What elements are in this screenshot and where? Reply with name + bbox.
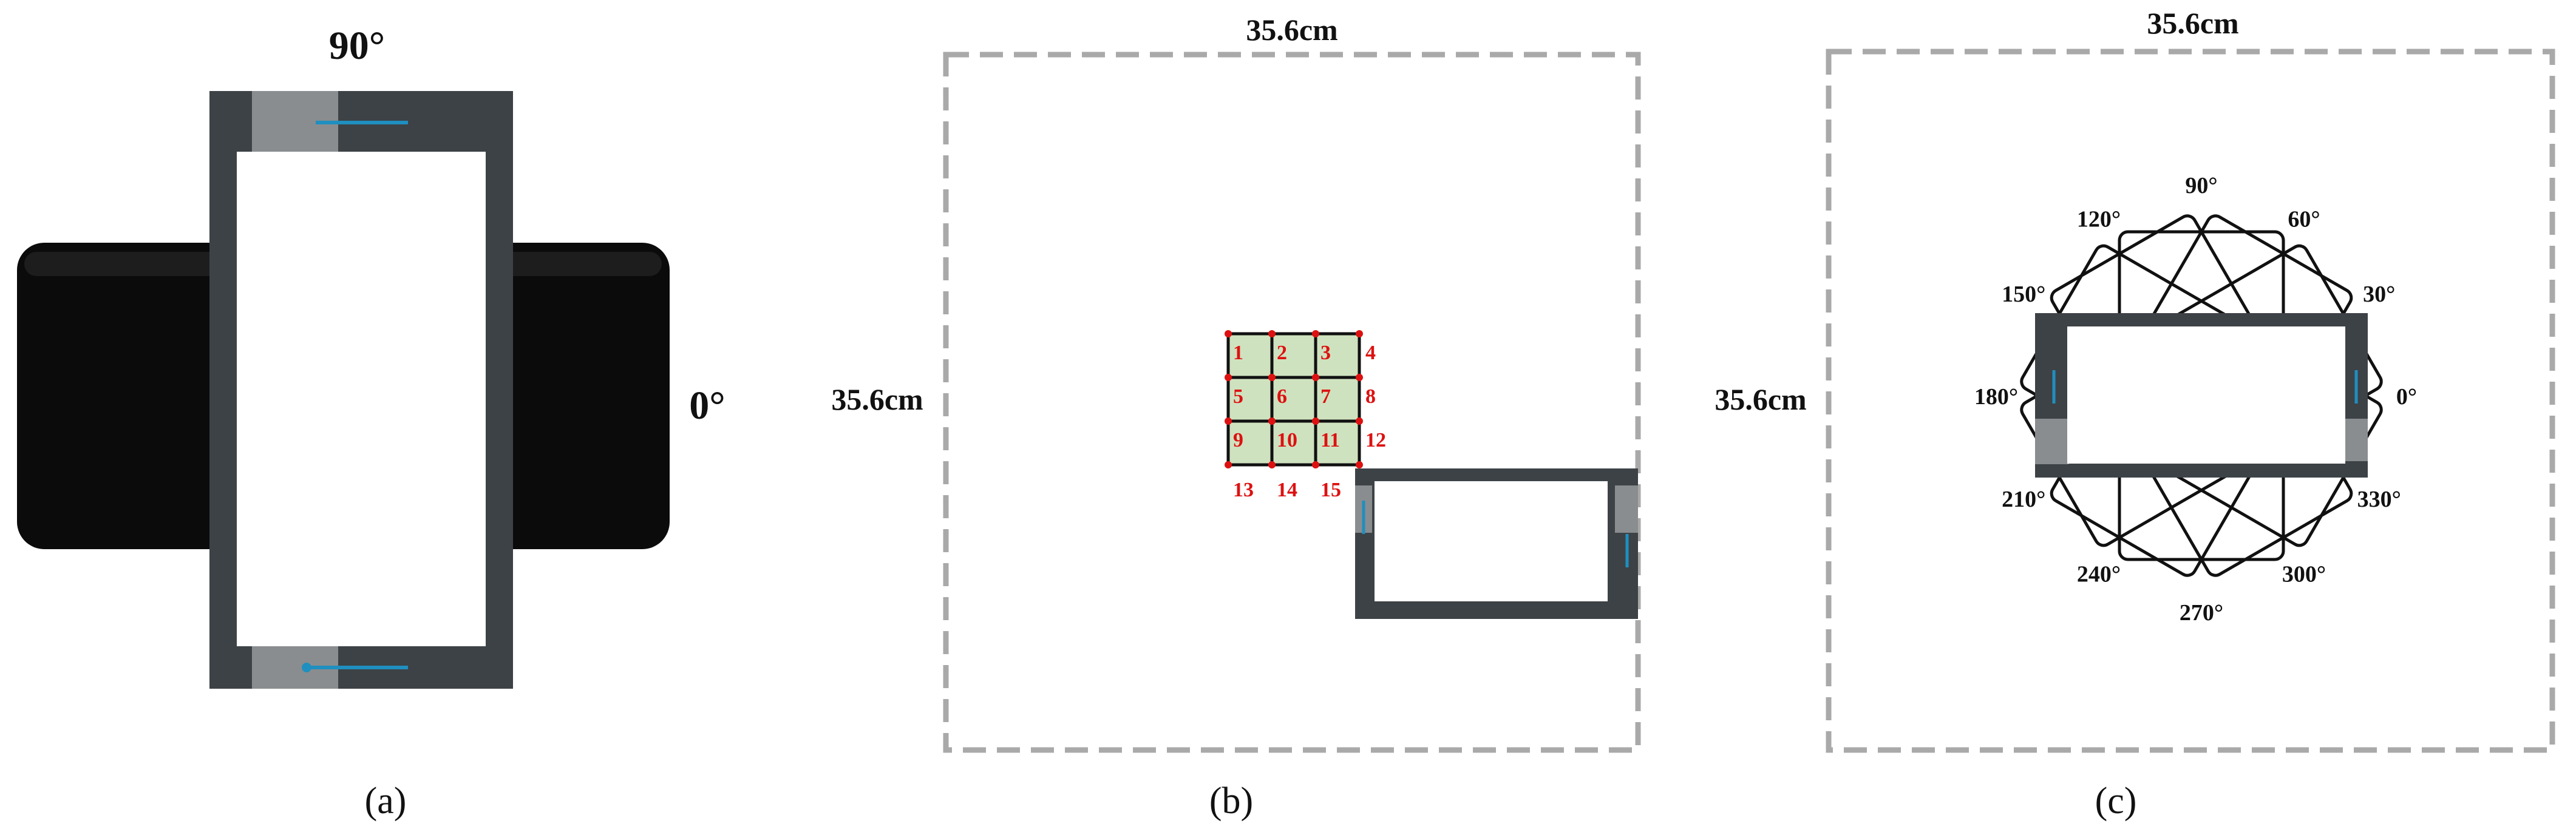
caption-c: (c) xyxy=(2095,780,2137,822)
angle-label: 0° xyxy=(2396,384,2417,410)
angle-label-90: 90° xyxy=(329,24,385,68)
phone-vertical xyxy=(209,91,513,689)
angle-label: 300° xyxy=(2282,562,2326,587)
grid-point-label: 13 xyxy=(1233,479,1254,501)
panel-a: 90° 0° (a) xyxy=(17,24,726,822)
grid-point-label: 6 xyxy=(1277,385,1287,408)
grid-point xyxy=(1225,330,1232,337)
angle-label: 90° xyxy=(2185,173,2217,198)
phone-c xyxy=(2035,313,2368,478)
grid-point-label: 1 xyxy=(1233,342,1243,364)
grid-fill xyxy=(1228,334,1359,464)
grid-point-label: 15 xyxy=(1320,479,1341,501)
angle-label: 150° xyxy=(2002,282,2045,307)
phone-c-screen xyxy=(2067,326,2345,464)
grid-point xyxy=(1312,374,1319,381)
grid-area: 12345678910111213141516 xyxy=(1225,330,1386,501)
angle-labels: 0° 30° 60° 90° 120° 150° 180° 210° 240° 270° 300° 3… xyxy=(1974,173,2417,626)
grid-point-label: 9 xyxy=(1233,429,1243,451)
grid-point-label: 14 xyxy=(1277,479,1297,501)
grid-point xyxy=(1225,417,1232,425)
grid-point-label: 10 xyxy=(1277,429,1297,451)
grid-point-label: 4 xyxy=(1365,342,1376,364)
grid-point xyxy=(1356,461,1363,468)
width-label-b: 35.6cm xyxy=(1246,13,1337,47)
angle-label: 270° xyxy=(2180,600,2223,626)
grid-point-label: 2 xyxy=(1277,342,1287,364)
grid-point xyxy=(1225,461,1232,468)
angle-label: 240° xyxy=(2077,562,2121,587)
phone-b-screen xyxy=(1375,481,1608,601)
grid-point xyxy=(1225,374,1232,381)
phone-screen xyxy=(237,152,486,646)
caption-b: (b) xyxy=(1209,780,1253,822)
grid-point xyxy=(1268,374,1276,381)
angle-label: 330° xyxy=(2357,487,2401,512)
height-label-b: 35.6cm xyxy=(831,382,923,416)
grid-point xyxy=(1356,374,1363,381)
angle-label: 60° xyxy=(2288,206,2320,232)
panel-c: 35.6cm 35.6cm 0° 30° 60° 90° 120° 150° 180° 210… xyxy=(1715,6,2555,822)
angle-label: 120° xyxy=(2077,206,2121,232)
bottom-accent-dot xyxy=(302,663,311,672)
angle-label: 180° xyxy=(1974,384,2018,410)
grid-point-label: 5 xyxy=(1233,385,1243,408)
angle-label-0: 0° xyxy=(689,384,725,428)
grid-point-label: 3 xyxy=(1320,342,1331,364)
grid-point-label: 12 xyxy=(1365,429,1386,451)
grid-point-label: 7 xyxy=(1320,385,1331,408)
grid-point xyxy=(1312,330,1319,337)
grid-point xyxy=(1356,417,1363,425)
grid-point xyxy=(1312,461,1319,468)
caption-a: (a) xyxy=(365,780,407,822)
grid-point xyxy=(1268,417,1276,425)
panel-b: 35.6cm 35.6cm 12345678910111213141516 (b… xyxy=(831,13,1641,822)
angle-label: 30° xyxy=(2363,282,2395,307)
grid-point-label: 11 xyxy=(1320,429,1340,451)
width-label-c: 35.6cm xyxy=(2147,6,2238,40)
height-label-c: 35.6cm xyxy=(1715,382,1806,416)
area-border-b xyxy=(943,52,1641,753)
grid-point-label: 8 xyxy=(1365,385,1376,408)
grid-point xyxy=(1356,330,1363,337)
phone-b xyxy=(1355,468,1638,619)
grid-point xyxy=(1312,417,1319,425)
grid-point xyxy=(1268,461,1276,468)
angle-label: 210° xyxy=(2002,487,2045,512)
grid-point xyxy=(1268,330,1276,337)
area-border-c xyxy=(1826,49,2555,753)
